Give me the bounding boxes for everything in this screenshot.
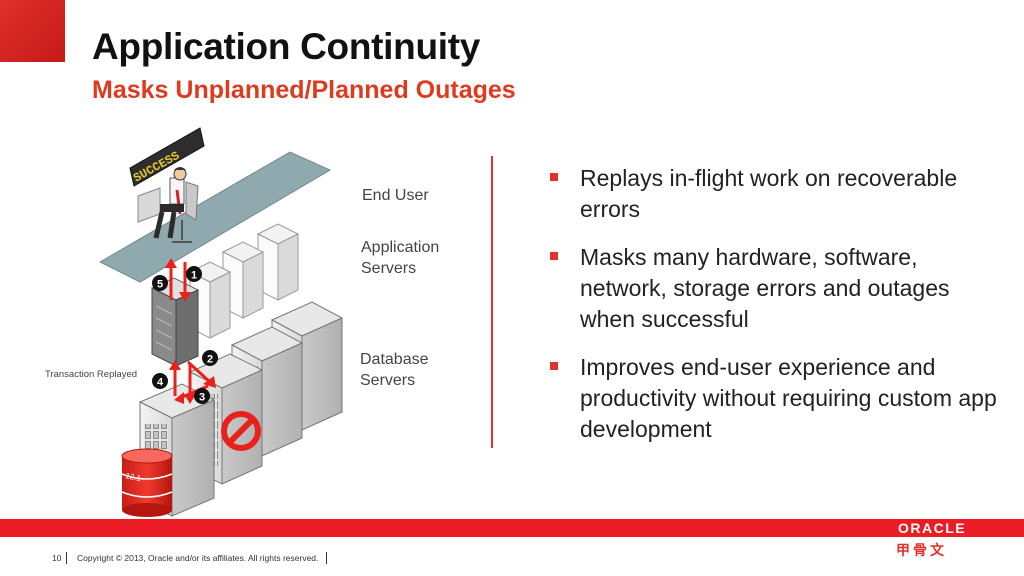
bullet-item: Improves end-user experience and product…	[548, 352, 1008, 445]
app-servers-label-line2: Servers	[361, 260, 417, 277]
step-badge-3: 3	[194, 388, 210, 404]
step-badge-1: 1	[186, 266, 202, 282]
app-server-back-3	[256, 223, 300, 301]
svg-text:3: 3	[199, 392, 205, 404]
architecture-diagram: SUCCESS	[0, 120, 500, 530]
page-number: 10	[52, 553, 62, 563]
end-user-label: End User	[362, 187, 429, 204]
svg-text:1: 1	[191, 270, 197, 282]
oracle-logo: ORACLE	[898, 520, 967, 536]
step-badge-2: 2	[202, 350, 218, 366]
db-servers-label-line1: Database	[360, 351, 429, 368]
transaction-replayed-label: Transaction Replayed	[45, 369, 138, 380]
footer-bar	[0, 519, 1024, 537]
divider-line	[491, 156, 493, 448]
bullet-text: Masks many hardware, software, network, …	[580, 244, 950, 332]
app-server-front	[150, 277, 200, 367]
bullet-marker-icon	[550, 173, 558, 181]
step-badge-4: 4	[152, 373, 168, 389]
svg-text:5: 5	[157, 279, 163, 291]
diagram-graphic: SUCCESS	[98, 127, 344, 517]
bullet-list: Replays in-flight work on recoverable er…	[548, 163, 1008, 462]
bullet-text: Replays in-flight work on recoverable er…	[580, 165, 958, 222]
end-user-platform	[98, 151, 332, 283]
success-sign-icon: SUCCESS	[129, 127, 205, 187]
database-cylinder-icon	[121, 448, 173, 517]
db-servers-label-line2: Servers	[360, 372, 416, 389]
bullet-marker-icon	[550, 252, 558, 260]
prohibited-icon	[221, 411, 261, 451]
corner-accent	[0, 0, 65, 62]
step-badge-5: 5	[152, 275, 168, 291]
oracle-chinese-logo: 甲骨文	[896, 542, 947, 558]
svg-text:2: 2	[207, 354, 213, 366]
footer-separator	[66, 552, 67, 564]
svg-text:4: 4	[157, 377, 164, 389]
db-version-label: 12.1	[125, 471, 143, 483]
bullet-item: Replays in-flight work on recoverable er…	[548, 163, 1008, 225]
page-subtitle: Masks Unplanned/Planned Outages	[92, 76, 516, 104]
bullet-marker-icon	[550, 362, 558, 370]
app-servers-label-line1: Application	[361, 239, 440, 256]
copyright-text: Copyright © 2013, Oracle and/or its affi…	[77, 553, 319, 563]
footer-separator	[326, 552, 327, 564]
page-title: Application Continuity	[92, 26, 481, 67]
app-server-back-2	[221, 241, 265, 319]
bullet-item: Masks many hardware, software, network, …	[548, 242, 1008, 335]
request-flow-arrows	[165, 258, 216, 404]
bullet-text: Improves end-user experience and product…	[580, 354, 997, 442]
end-user-person-icon	[137, 167, 199, 243]
